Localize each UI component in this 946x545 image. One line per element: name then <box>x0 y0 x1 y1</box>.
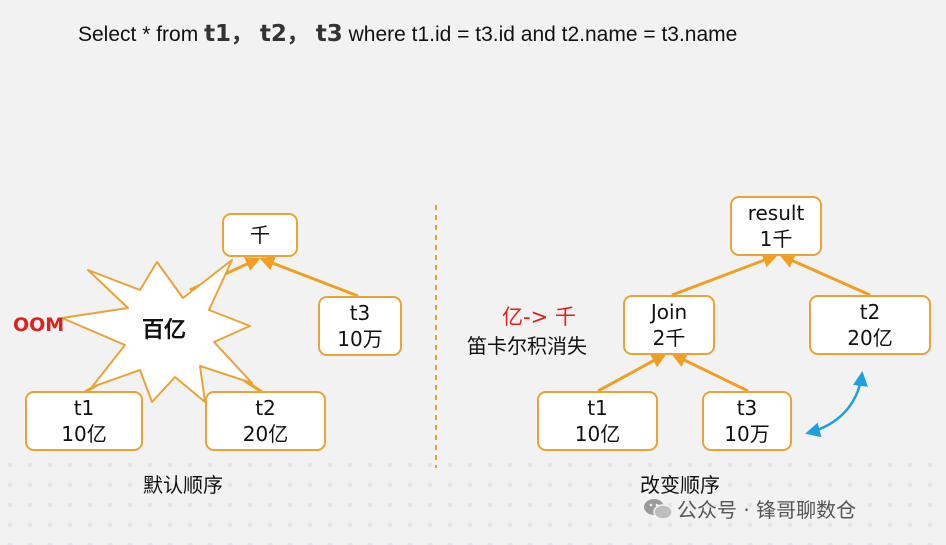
left-top-node-label: 千 <box>250 223 270 247</box>
watermark: 公众号 · 锋哥聊数仓 <box>643 494 856 526</box>
left-caption: 默认顺序 <box>143 473 223 497</box>
right-caption: 改变顺序 <box>640 473 720 497</box>
left-t2-node: t2 20亿 <box>205 391 326 451</box>
node-size: 20亿 <box>847 326 893 350</box>
arrow-t3-to-top <box>259 256 359 298</box>
node-name: t3 <box>736 396 758 420</box>
right-t3-node: t3 10万 <box>702 391 792 451</box>
arrow-t1-to-join <box>597 353 667 393</box>
node-name: t1 <box>73 396 95 420</box>
watermark-text: 公众号 · 锋哥聊数仓 <box>677 498 857 522</box>
node-size: 10亿 <box>61 422 107 446</box>
node-name: t1 <box>587 396 608 420</box>
swap-arrow <box>805 371 868 438</box>
right-t1-node: t1 10亿 <box>537 391 658 451</box>
wechat-icon <box>643 497 673 526</box>
right-join-node: Join 2千 <box>623 295 715 355</box>
right-t2-node: t2 20亿 <box>809 295 931 355</box>
query-table-t1: t1 <box>204 21 232 47</box>
query-prefix: Select * from <box>78 23 199 46</box>
node-size: 20亿 <box>242 422 289 446</box>
query-comma: ， <box>286 21 310 47</box>
oom-label: OOM <box>13 314 65 336</box>
node-name: Join <box>650 300 688 324</box>
explosion-label: 百亿 <box>142 318 187 343</box>
arrow-t2-to-result <box>779 254 871 297</box>
reduction-note: 亿-> 千 <box>502 305 576 329</box>
dot-pattern-background <box>0 455 946 545</box>
node-size: 10万 <box>337 327 383 351</box>
query-table-t2: t2 <box>259 21 287 47</box>
node-name: t3 <box>349 301 371 325</box>
node-size: 10亿 <box>574 422 621 446</box>
cartesian-note: 笛卡尔积消失 <box>467 334 587 358</box>
left-t1-node: t1 10亿 <box>25 391 143 451</box>
query-suffix: where t1.id = t3.id and t2.name = t3.nam… <box>348 23 738 46</box>
arrow-t3-to-join <box>671 353 749 393</box>
left-t3-node: t3 10万 <box>318 296 402 356</box>
node-size: 2千 <box>652 326 686 350</box>
node-size: 10万 <box>724 422 770 446</box>
query-table-t3: t3 <box>315 21 343 47</box>
right-result-node: result 1千 <box>730 196 822 256</box>
arrow-join-to-result <box>671 253 778 297</box>
node-name: result <box>747 201 805 225</box>
node-size: 1千 <box>759 227 793 251</box>
left-top-node: 千 <box>222 213 298 257</box>
explosion-shape <box>61 259 253 403</box>
sql-query-title: Select * from t1， t2， t3 where t1.id = t… <box>78 14 737 48</box>
query-comma: ， <box>231 21 255 47</box>
node-name: t2 <box>859 300 881 324</box>
node-name: t2 <box>255 396 276 420</box>
